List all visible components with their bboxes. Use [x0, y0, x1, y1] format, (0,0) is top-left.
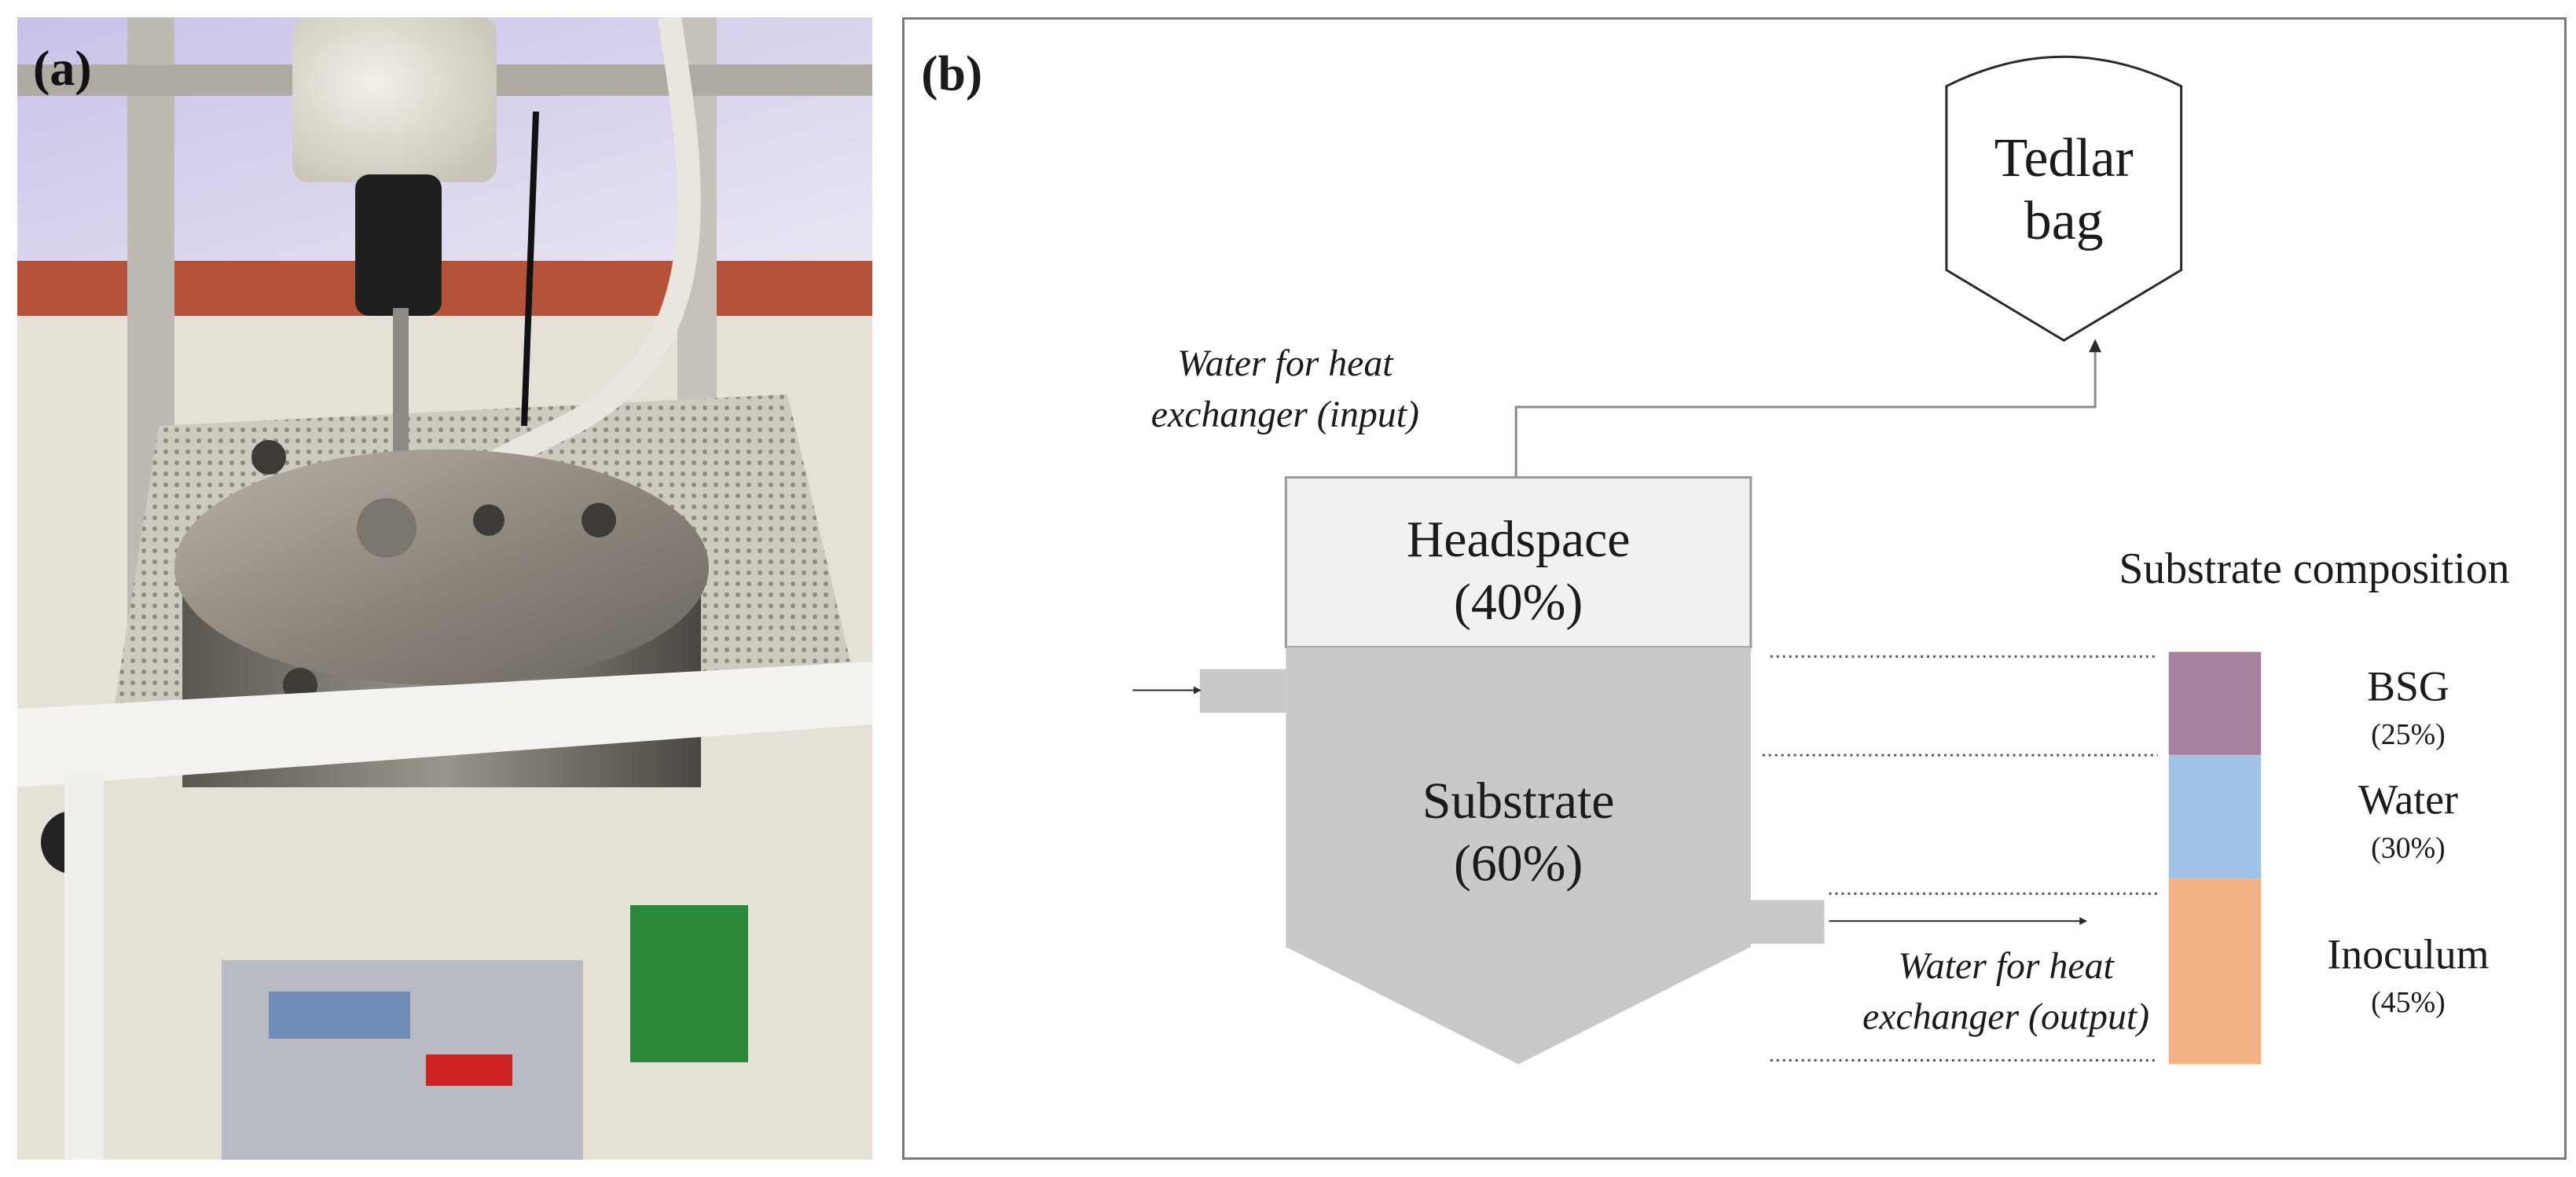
headspace-percent: (40%) — [1454, 574, 1583, 631]
composition-label-bsg: BSG — [2367, 662, 2449, 710]
composition-bar: BSG (25%) Water (30%) Inoculum (45%) — [2168, 651, 2489, 1065]
outlet-nozzle — [1750, 900, 1825, 944]
outlet-arrow-head — [2079, 917, 2088, 926]
inlet-arrow-head — [1193, 686, 1202, 695]
composition-percent-inoculum: (45%) — [2371, 986, 2446, 1019]
composition-segment-water — [2168, 754, 2262, 879]
water-input-line1: Water for heat — [1177, 343, 1394, 384]
water-input-line2: exchanger (input) — [1151, 394, 1419, 435]
headspace-region — [1284, 476, 1752, 649]
panel-b-label: (b) — [921, 46, 982, 101]
tedlar-bag-line1: Tedlar — [1994, 128, 2134, 189]
water-output-line2: exchanger (output) — [1862, 996, 2149, 1038]
reactor-photo-image — [17, 17, 872, 1160]
water-output-line1: Water for heat — [1898, 945, 2115, 987]
composition-segment-inoculum — [2168, 878, 2262, 1065]
composition-percent-water: (30%) — [2371, 831, 2446, 864]
composition-label-inoculum: Inoculum — [2327, 930, 2489, 977]
gas-line — [1514, 348, 2097, 478]
schematic-panel: (b) Tedlar bag Water for heat exchanger … — [902, 17, 2567, 1160]
headspace-label: Headspace — [1407, 511, 1631, 568]
substrate-percent: (60%) — [1454, 834, 1583, 892]
composition-segment-bsg — [2168, 651, 2262, 755]
composition-title: Substrate composition — [2119, 544, 2509, 593]
gas-line-arrow — [2089, 339, 2102, 353]
panel-a-label: (a) — [33, 40, 92, 96]
tedlar-bag-line2: bag — [2024, 191, 2104, 251]
tedlar-bag — [1945, 55, 2183, 343]
substrate-label: Substrate — [1422, 772, 1615, 830]
schematic-svg: (b) Tedlar bag Water for heat exchanger … — [921, 46, 2510, 1065]
substrate-region — [1286, 647, 1751, 1065]
composition-label-water: Water — [2358, 776, 2458, 823]
inlet-nozzle — [1199, 669, 1286, 713]
composition-percent-bsg: (25%) — [2371, 718, 2446, 751]
reactor-photo — [17, 17, 872, 1160]
